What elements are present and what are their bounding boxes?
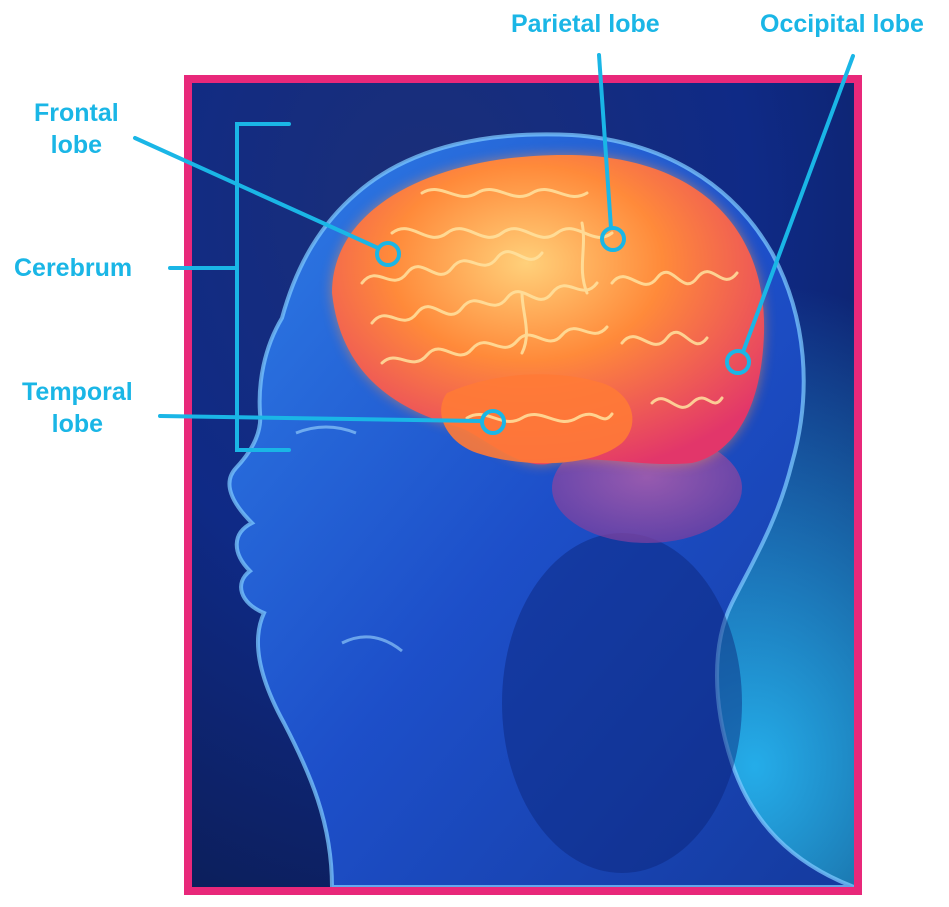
cerebrum-label: Cerebrum (14, 252, 132, 284)
temporal-lobe-label: Temporal lobe (22, 376, 133, 440)
frontal-lobe-label-line2: lobe (34, 129, 119, 161)
occipital-lobe-label: Occipital lobe (760, 8, 924, 40)
temporal-lobe-label-line2: lobe (22, 408, 133, 440)
illustration-frame (184, 75, 862, 895)
head-illustration (192, 83, 854, 887)
frontal-lobe-label-line1: Frontal (34, 97, 119, 129)
temporal-lobe-label-line1: Temporal (22, 376, 133, 408)
frontal-lobe-label: Frontal lobe (34, 97, 119, 161)
parietal-lobe-label: Parietal lobe (511, 8, 660, 40)
